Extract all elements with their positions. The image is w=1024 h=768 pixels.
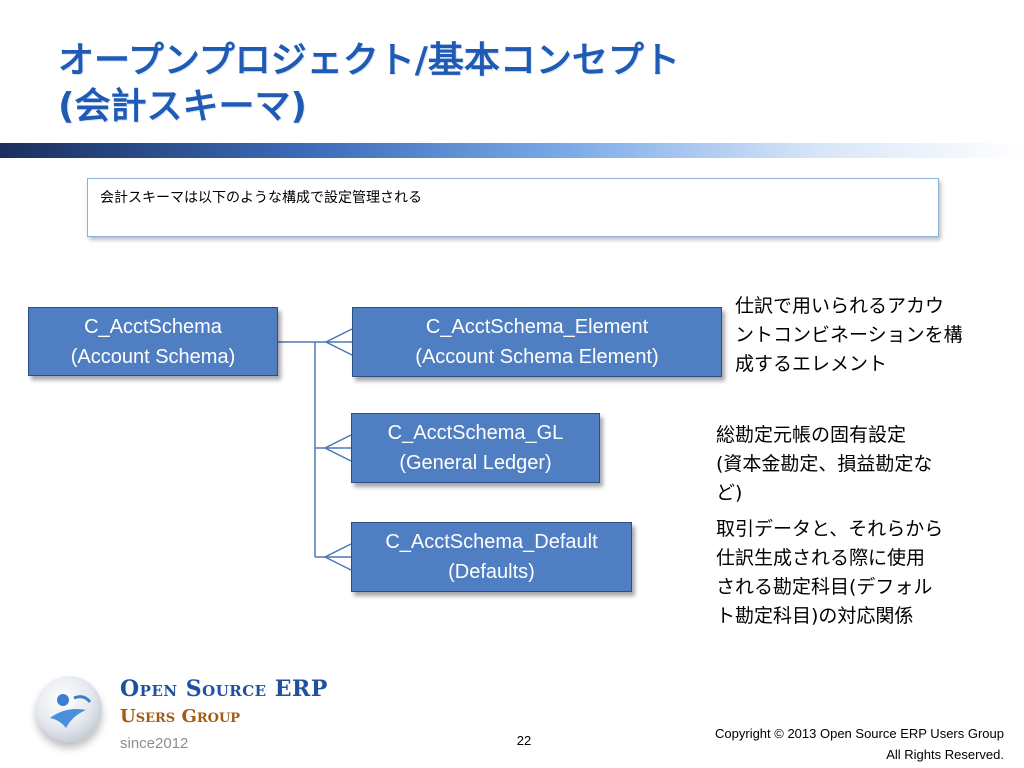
node-element-desc: (Account Schema Element) (415, 346, 659, 368)
node-gl-desc: (General Ledger) (399, 452, 552, 474)
copyright-notice: Copyright © 2013 Open Source ERP Users G… (715, 723, 1004, 765)
slide-title-line2: (会計スキーマ) (58, 86, 307, 127)
logo-text-since: since2012 (120, 735, 189, 752)
node-gl-name: C_AcctSchema_GL (387, 422, 564, 444)
logo-text-open-source-erp: Open Source ERP (120, 676, 328, 702)
element-description-line: 成するエレメント (735, 353, 888, 375)
node-acct-schema-desc: (Account Schema) (70, 345, 236, 368)
gl-description: 総勘定元帳の固有設定 (資本金勘定、損益勘定な ど) (716, 421, 932, 508)
note-box: 会計スキーマは以下のような構成で設定管理される (87, 178, 939, 237)
element-description-line: ントコンビネーションを構 (735, 324, 963, 346)
node-default-desc: (Defaults) (448, 561, 535, 583)
logo-emblem (36, 676, 102, 742)
crowfoot-element (324, 328, 353, 356)
default-description-line: 仕訳生成される際に使用 (716, 547, 926, 569)
page-number: 22 (516, 733, 532, 748)
slide-title-line1: オープンプロジェクト/基本コンセプト (58, 40, 680, 81)
node-element-name: C_AcctSchema_Element (425, 316, 649, 338)
default-description-line: ト勘定科目)の対応関係 (716, 605, 914, 627)
node-default-name: C_AcctSchema_Default (385, 531, 598, 553)
rights-reserved-line: All Rights Reserved. (886, 747, 1004, 762)
gl-description-line: 総勘定元帳の固有設定 (716, 424, 907, 446)
element-description-line: 仕訳で用いられるアカウ (735, 295, 945, 317)
crowfoot-gl (323, 434, 352, 462)
slide-title: オープンプロジェクト/基本コンセプト (会計スキーマ) (58, 38, 680, 130)
note-text: 会計スキーマは以下のような構成で設定管理される (100, 190, 422, 206)
gl-description-line: ど) (716, 482, 743, 504)
element-description: 仕訳で用いられるアカウ ントコンビネーションを構 成するエレメント (735, 292, 963, 379)
crowfoot-default (323, 543, 352, 571)
default-description: 取引データと、それらから 仕訳生成される際に使用 される勘定科目(デフォル ト勘… (716, 515, 943, 631)
node-acct-schema-gl: C_AcctSchema_GL (General Ledger) (351, 413, 600, 483)
node-acct-schema: C_AcctSchema (Account Schema) (28, 307, 278, 376)
title-underline-bar (0, 143, 1024, 158)
default-description-line: 取引データと、それらから (716, 518, 944, 540)
default-description-line: される勘定科目(デフォル (716, 576, 933, 598)
logo-figure-icon (50, 694, 92, 728)
node-acct-schema-element: C_AcctSchema_Element (Account Schema Ele… (352, 307, 722, 377)
node-acct-schema-name: C_AcctSchema (84, 315, 222, 338)
node-acct-schema-default: C_AcctSchema_Default (Defaults) (351, 522, 632, 592)
copyright-line: Copyright © 2013 Open Source ERP Users G… (715, 726, 1004, 741)
gl-description-line: (資本金勘定、損益勘定な (716, 453, 933, 475)
logo-text-users-group: Users Group (120, 706, 241, 727)
